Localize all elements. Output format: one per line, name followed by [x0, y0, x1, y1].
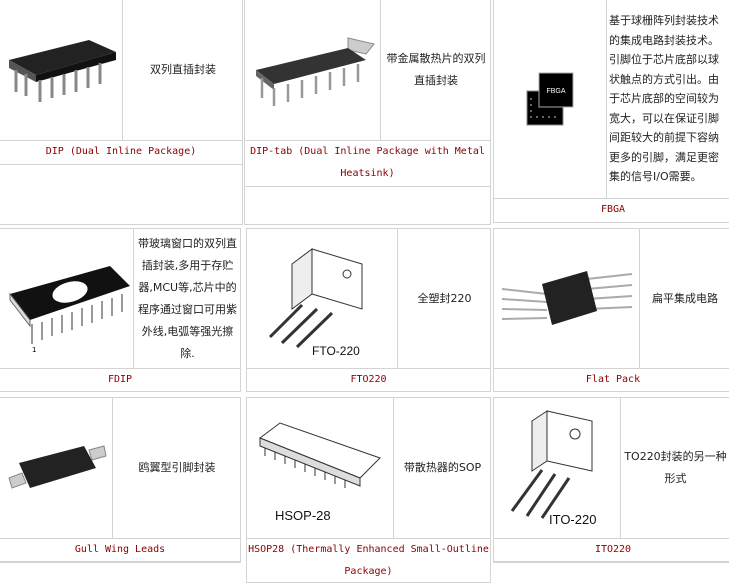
dip-chip-image — [0, 0, 123, 141]
dip-tab-chip-image — [245, 0, 381, 141]
package-caption-link[interactable]: FDIP — [0, 369, 240, 392]
package-description: 基于球栅阵列封装技术的集成电路封装技术。引脚位于芯片底部以球状触点的方式引出。由… — [607, 0, 729, 199]
package-cell-flat-pack: 扁平集成电路 Flat Pack — [493, 228, 729, 392]
package-description: 扁平集成电路 — [640, 229, 729, 369]
package-cell-dip-tab: 带金属散热片的双列直插封装 DIP-tab (Dual Inline Packa… — [244, 0, 491, 225]
package-description: 带散热器的SOP — [394, 398, 491, 539]
package-cell-fdip: 1 带玻璃窗口的双列直插封装,多用于存贮器,MCU等,芯片中的程序通过窗口可用紫… — [0, 228, 241, 392]
package-description: 全塑封220 — [398, 229, 491, 369]
package-description: TO220封装的另一种形式 — [621, 398, 729, 539]
package-caption-link[interactable]: ITO220 — [494, 539, 729, 562]
svg-text:1: 1 — [32, 346, 36, 354]
svg-text:ITO-220: ITO-220 — [549, 512, 596, 527]
fto220-chip-image: FTO-220 — [247, 229, 398, 369]
package-cell-fto220: FTO-220 全塑封220 FTO220 — [246, 228, 491, 392]
package-description: 带玻璃窗口的双列直插封装,多用于存贮器,MCU等,芯片中的程序通过窗口可用紫外线… — [134, 229, 241, 369]
package-description: 鸥翼型引脚封装 — [113, 398, 241, 539]
hsop28-chip-image: HSOP-28 — [247, 398, 394, 539]
package-description: 带金属散热片的双列直插封装 — [381, 0, 491, 141]
package-cell-hsop28: HSOP-28 带散热器的SOP HSOP28 (Thermally Enhan… — [246, 397, 491, 583]
package-description: 双列直插封装 — [123, 0, 243, 141]
package-cell-gull-wing: 鸥翼型引脚封装 Gull Wing Leads — [0, 397, 241, 563]
package-caption-link[interactable]: DIP (Dual Inline Package) — [0, 141, 242, 165]
fbga-chip-image: FBGA — [494, 0, 607, 199]
flat-pack-chip-image — [494, 229, 640, 369]
package-cell-ito220: ITO-220 TO220封装的另一种形式 ITO220 — [493, 397, 729, 563]
package-caption-link[interactable]: FTO220 — [247, 369, 490, 392]
svg-text:FTO-220: FTO-220 — [312, 344, 360, 358]
package-cell-dip: 双列直插封装 DIP (Dual Inline Package) — [0, 0, 243, 225]
ito220-chip-image: ITO-220 — [494, 398, 621, 539]
package-caption-link[interactable]: HSOP28 (Thermally Enhanced Small-Outline… — [248, 544, 489, 577]
package-cell-fbga: FBGA 基于球栅阵列封装技术的集成电路封装技术。引脚位于芯片底部以球状触点的方… — [493, 0, 729, 223]
svg-text:FBGA: FBGA — [546, 88, 565, 95]
gull-wing-chip-image — [0, 398, 113, 539]
svg-text:HSOP-28: HSOP-28 — [275, 508, 331, 523]
package-caption-link[interactable]: DIP-tab (Dual Inline Package with Metal … — [245, 141, 490, 187]
package-caption-link[interactable]: FBGA — [494, 199, 729, 223]
package-caption-link[interactable]: Flat Pack — [494, 369, 729, 392]
fdip-chip-image: 1 — [0, 229, 134, 369]
package-caption-link[interactable]: Gull Wing Leads — [0, 539, 240, 562]
